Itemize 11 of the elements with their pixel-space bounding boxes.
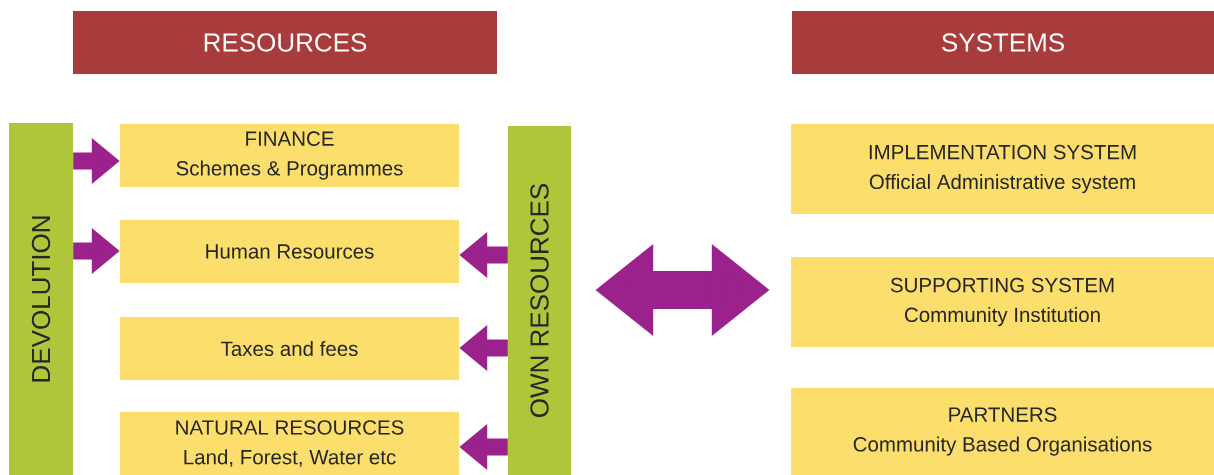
system-box: SUPPORTING SYSTEM Community Institution	[791, 257, 1214, 347]
resource-box: FINANCE Schemes & Programmes	[120, 124, 459, 187]
system-box: IMPLEMENTATION SYSTEM Official Administrative system	[791, 124, 1214, 214]
resource-box: Human Resources	[120, 220, 459, 283]
vertical-bar: OWN RESOURCES	[508, 126, 571, 475]
system-box: PARTNERS Community Based Organisations	[791, 388, 1214, 475]
resource-box: NATURAL RESOURCES Land, Forest, Water etc	[120, 412, 459, 475]
header-band: SYSTEMS	[792, 11, 1214, 74]
vertical-bar: DEVOLUTION	[9, 123, 73, 475]
header-band: RESOURCES	[73, 11, 497, 74]
resource-box: Taxes and fees	[120, 317, 459, 380]
